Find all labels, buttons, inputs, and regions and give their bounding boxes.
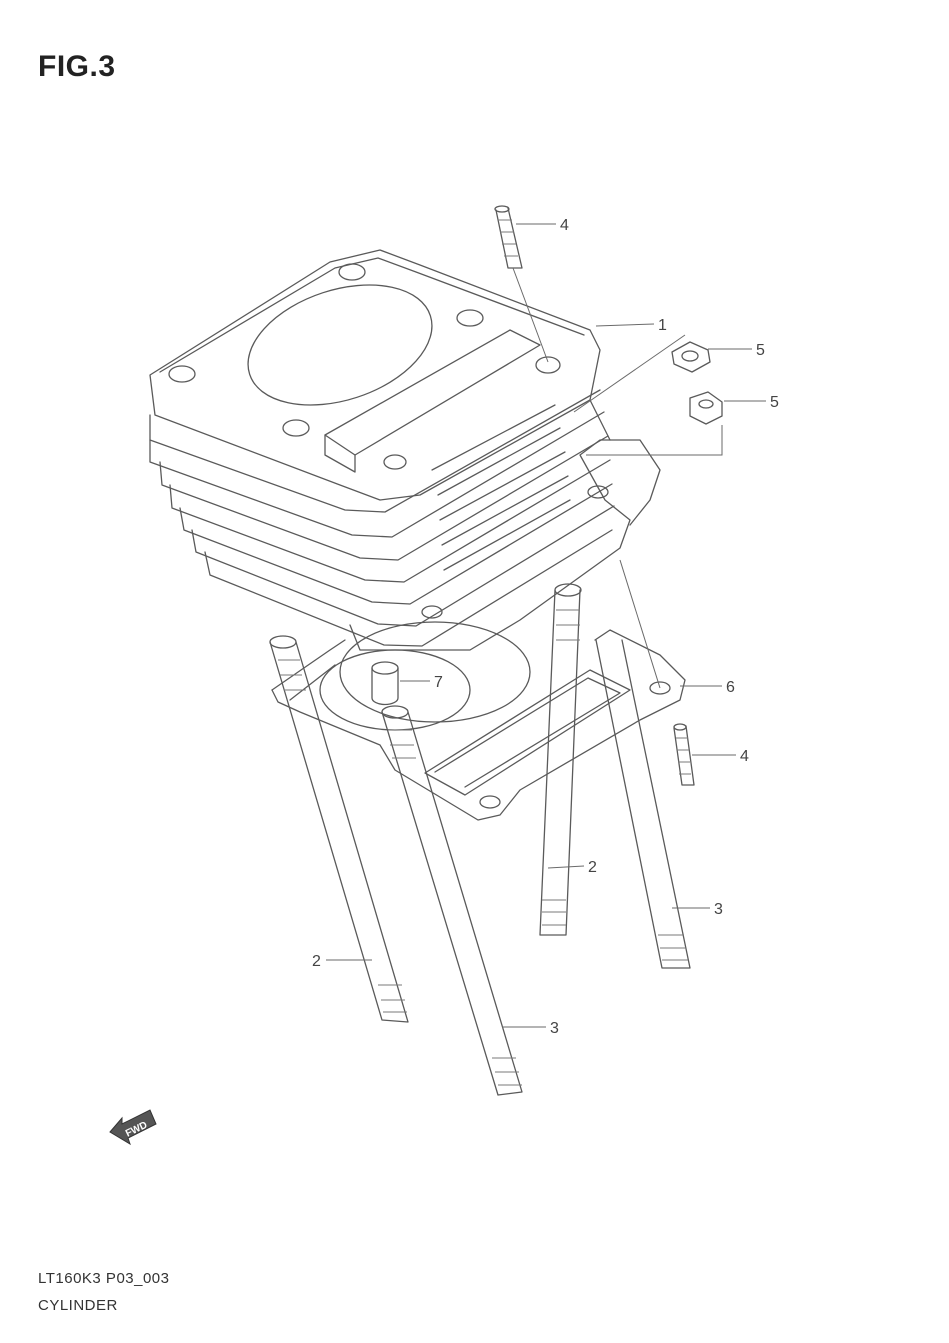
callout-5: 5 bbox=[770, 394, 779, 411]
callout-3: 3 bbox=[714, 901, 723, 918]
callout-7: 7 bbox=[434, 674, 443, 691]
figure-name: CYLINDER bbox=[38, 1297, 118, 1314]
stud-bolts bbox=[269, 583, 691, 1096]
leader-lines bbox=[326, 223, 766, 1028]
callout-labels: 4 1 5 5 7 6 4 2 3 2 3 bbox=[312, 217, 779, 1037]
callout-4: 4 bbox=[740, 748, 749, 765]
callout-2: 2 bbox=[588, 859, 597, 876]
figure-title: FIG.3 bbox=[38, 50, 116, 83]
cylinder-head-studs bbox=[494, 205, 695, 786]
callout-4: 4 bbox=[560, 217, 569, 234]
flange-nuts bbox=[671, 341, 723, 425]
cylinder-block bbox=[149, 249, 661, 723]
figure-code: LT160K3 P03_003 bbox=[38, 1270, 170, 1287]
callout-3: 3 bbox=[550, 1020, 559, 1037]
callout-6: 6 bbox=[726, 679, 735, 696]
callout-1: 1 bbox=[658, 317, 667, 334]
forward-direction-arrow: FWD bbox=[109, 1109, 157, 1146]
cylinder-base-gasket bbox=[271, 629, 686, 821]
callout-5: 5 bbox=[756, 342, 765, 359]
dowel-pin bbox=[371, 661, 399, 706]
callout-2: 2 bbox=[312, 953, 321, 970]
